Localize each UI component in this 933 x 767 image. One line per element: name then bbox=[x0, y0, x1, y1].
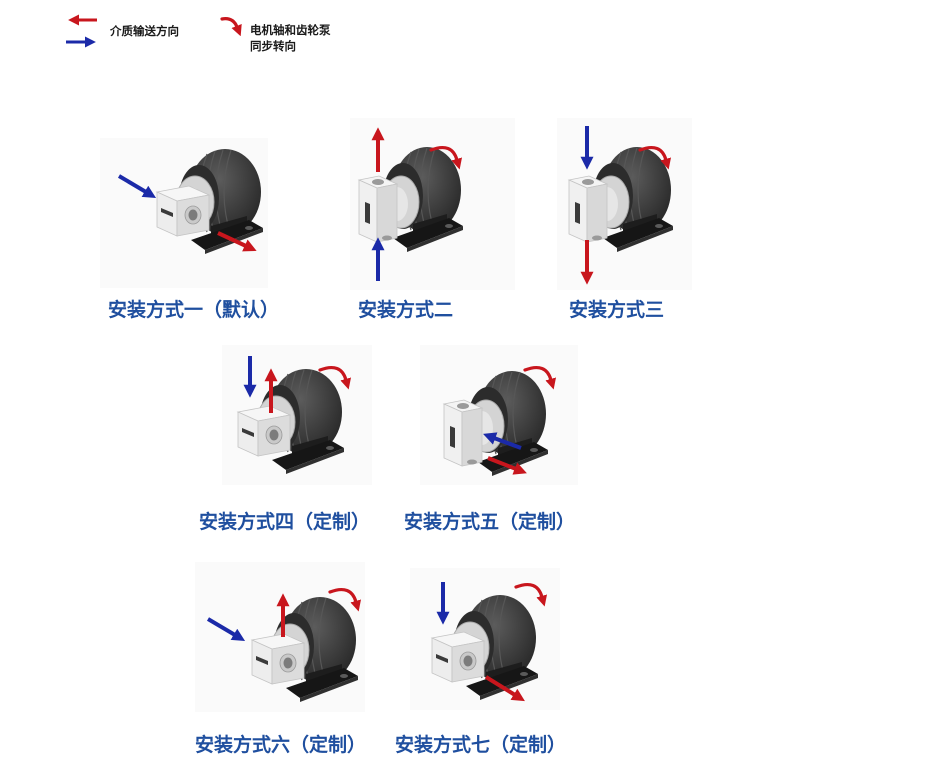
caption-installation-6: 安装方式六（定制） bbox=[195, 734, 367, 756]
outlet-arrow-red bbox=[487, 456, 527, 475]
outlet-arrow-red bbox=[217, 231, 257, 252]
caption-installation-4: 安装方式四（定制） bbox=[199, 511, 371, 533]
rotation-arrow bbox=[638, 146, 672, 170]
legend bbox=[66, 14, 242, 48]
installation-1 bbox=[100, 138, 268, 288]
rotation-arrow bbox=[318, 366, 352, 390]
caption-installation-5: 安装方式五（定制） bbox=[404, 511, 576, 533]
installation-2 bbox=[350, 118, 515, 290]
caption-installation-3: 安装方式三 bbox=[569, 299, 665, 321]
inlet-arrow-blue bbox=[483, 432, 522, 450]
legend-rotation-label-line1: 电机轴和齿轮泵 bbox=[250, 23, 331, 37]
caption-installation-7: 安装方式七（定制） bbox=[395, 734, 567, 756]
rotation-arrow bbox=[429, 146, 463, 170]
curved-arrow-red-icon bbox=[220, 17, 242, 37]
outlet-arrow-red bbox=[484, 675, 525, 702]
installation-3 bbox=[557, 118, 692, 290]
rotation-arrow bbox=[523, 366, 557, 390]
rotation-arrow bbox=[514, 583, 548, 607]
inlet-arrow-blue bbox=[206, 617, 246, 641]
rotation-arrow bbox=[328, 588, 362, 612]
caption-installation-1: 安装方式一（默认） bbox=[108, 299, 280, 321]
installation-5 bbox=[420, 345, 578, 485]
caption-installation-2: 安装方式二 bbox=[358, 299, 454, 321]
legend-flow-direction-label: 介质输送方向 bbox=[110, 24, 179, 38]
installation-6 bbox=[195, 562, 365, 712]
legend-rotation-label-line2: 同步转向 bbox=[250, 39, 296, 53]
installation-4 bbox=[222, 345, 372, 485]
installation-7 bbox=[410, 568, 560, 710]
inlet-arrow-blue bbox=[117, 174, 157, 198]
